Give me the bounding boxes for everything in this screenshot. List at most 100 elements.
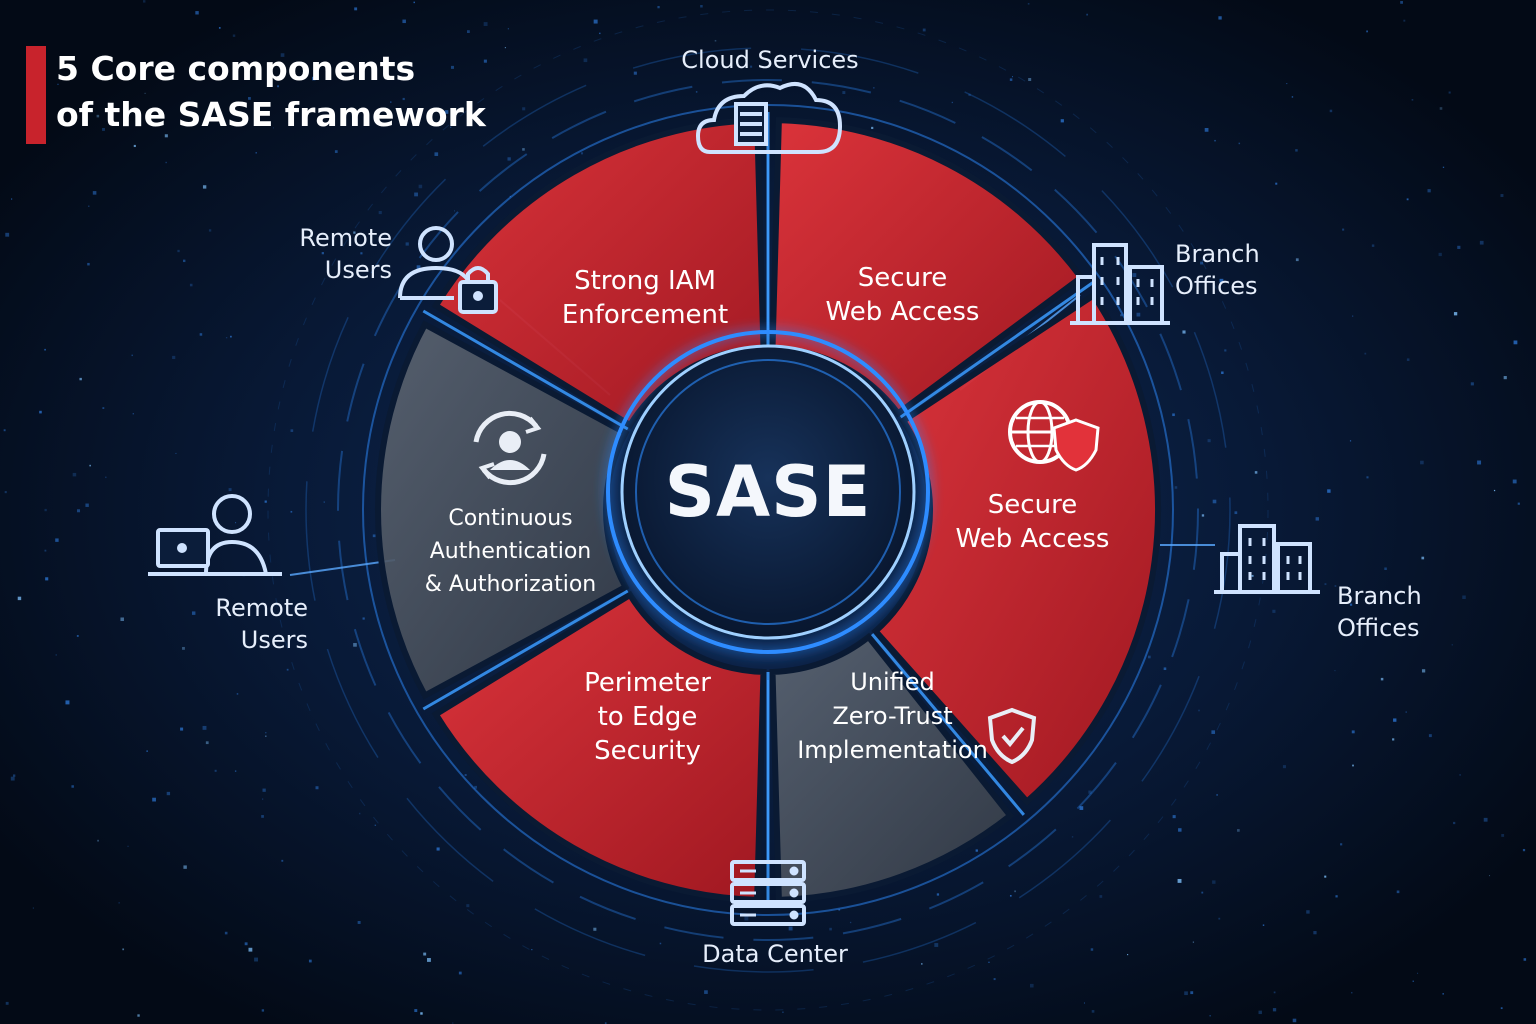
particle xyxy=(5,232,10,237)
particle xyxy=(934,943,939,947)
particle xyxy=(838,908,841,911)
particle xyxy=(1079,806,1084,810)
particle xyxy=(32,907,34,909)
particle xyxy=(1327,489,1331,493)
particle xyxy=(89,464,91,467)
particle xyxy=(450,126,452,128)
particle xyxy=(1218,16,1222,20)
particle xyxy=(1462,595,1466,600)
particle xyxy=(659,942,662,945)
particle xyxy=(1442,993,1444,995)
segment-divider xyxy=(422,589,629,711)
particle xyxy=(434,152,439,156)
particle xyxy=(1438,252,1442,257)
particle xyxy=(1174,486,1178,489)
particle xyxy=(182,646,185,650)
particle xyxy=(402,19,406,24)
particle xyxy=(1237,829,1240,832)
particle xyxy=(96,114,100,118)
particle xyxy=(951,101,953,104)
particle xyxy=(1500,1007,1503,1010)
particle xyxy=(922,28,926,32)
particle xyxy=(1315,517,1319,521)
particle xyxy=(1028,77,1032,82)
particle xyxy=(1306,910,1310,914)
particle xyxy=(1393,718,1397,722)
particle xyxy=(120,617,124,622)
particle xyxy=(1512,479,1517,484)
particle xyxy=(1351,730,1355,734)
particle xyxy=(436,847,440,851)
particle xyxy=(358,812,361,815)
particle xyxy=(205,741,209,745)
particle xyxy=(1523,958,1527,961)
particle xyxy=(1406,198,1409,201)
particle xyxy=(1522,848,1526,852)
particle xyxy=(1324,583,1327,586)
particle xyxy=(248,947,253,952)
segment-continuous-auth xyxy=(375,320,630,700)
particle xyxy=(464,773,467,777)
particle xyxy=(1371,244,1375,247)
particle xyxy=(599,32,601,35)
particle xyxy=(1342,228,1345,231)
shield-check-icon xyxy=(987,707,1037,765)
particle xyxy=(1517,502,1520,505)
particle xyxy=(993,978,996,981)
particle xyxy=(44,348,46,351)
particle xyxy=(1029,983,1034,988)
particle xyxy=(272,127,275,129)
particle xyxy=(102,407,105,409)
particle xyxy=(1224,349,1227,352)
particle xyxy=(164,134,168,138)
particle xyxy=(1262,924,1265,926)
particle xyxy=(1483,817,1488,822)
particle xyxy=(118,902,120,904)
particle xyxy=(236,693,239,695)
particle xyxy=(1132,273,1137,277)
particle xyxy=(507,157,511,161)
particle xyxy=(1216,794,1218,796)
particle xyxy=(1366,30,1369,33)
particle xyxy=(968,93,971,97)
particle xyxy=(180,727,184,731)
particle xyxy=(1352,315,1354,317)
particle xyxy=(1421,556,1425,560)
particle xyxy=(191,611,196,615)
particle xyxy=(122,948,125,951)
particle xyxy=(1451,644,1453,646)
particle xyxy=(102,127,105,131)
particle xyxy=(255,152,257,154)
particle xyxy=(334,150,338,153)
particle xyxy=(1334,670,1336,672)
particle xyxy=(1442,166,1445,168)
particle xyxy=(921,963,923,965)
particle xyxy=(1214,139,1216,142)
particle xyxy=(657,5,660,9)
segment-unified-zero-trust xyxy=(769,632,1015,903)
particle xyxy=(466,904,470,908)
particle xyxy=(704,990,708,994)
particle xyxy=(1334,585,1337,587)
particle xyxy=(10,776,15,781)
particle xyxy=(420,1012,423,1015)
particle xyxy=(208,229,212,232)
particle xyxy=(189,283,193,287)
particle xyxy=(1340,843,1343,846)
particle xyxy=(65,700,70,705)
particle xyxy=(405,242,409,246)
particle xyxy=(244,942,248,946)
particle xyxy=(254,957,259,962)
particle xyxy=(228,488,232,492)
particle xyxy=(1364,352,1367,355)
particle xyxy=(1254,471,1258,474)
particle xyxy=(1009,894,1012,897)
particle xyxy=(1011,76,1013,78)
title-accent-bar xyxy=(26,46,46,144)
particle xyxy=(1448,91,1451,94)
particle xyxy=(127,845,129,847)
particle xyxy=(483,22,488,26)
particle xyxy=(137,1014,140,1017)
